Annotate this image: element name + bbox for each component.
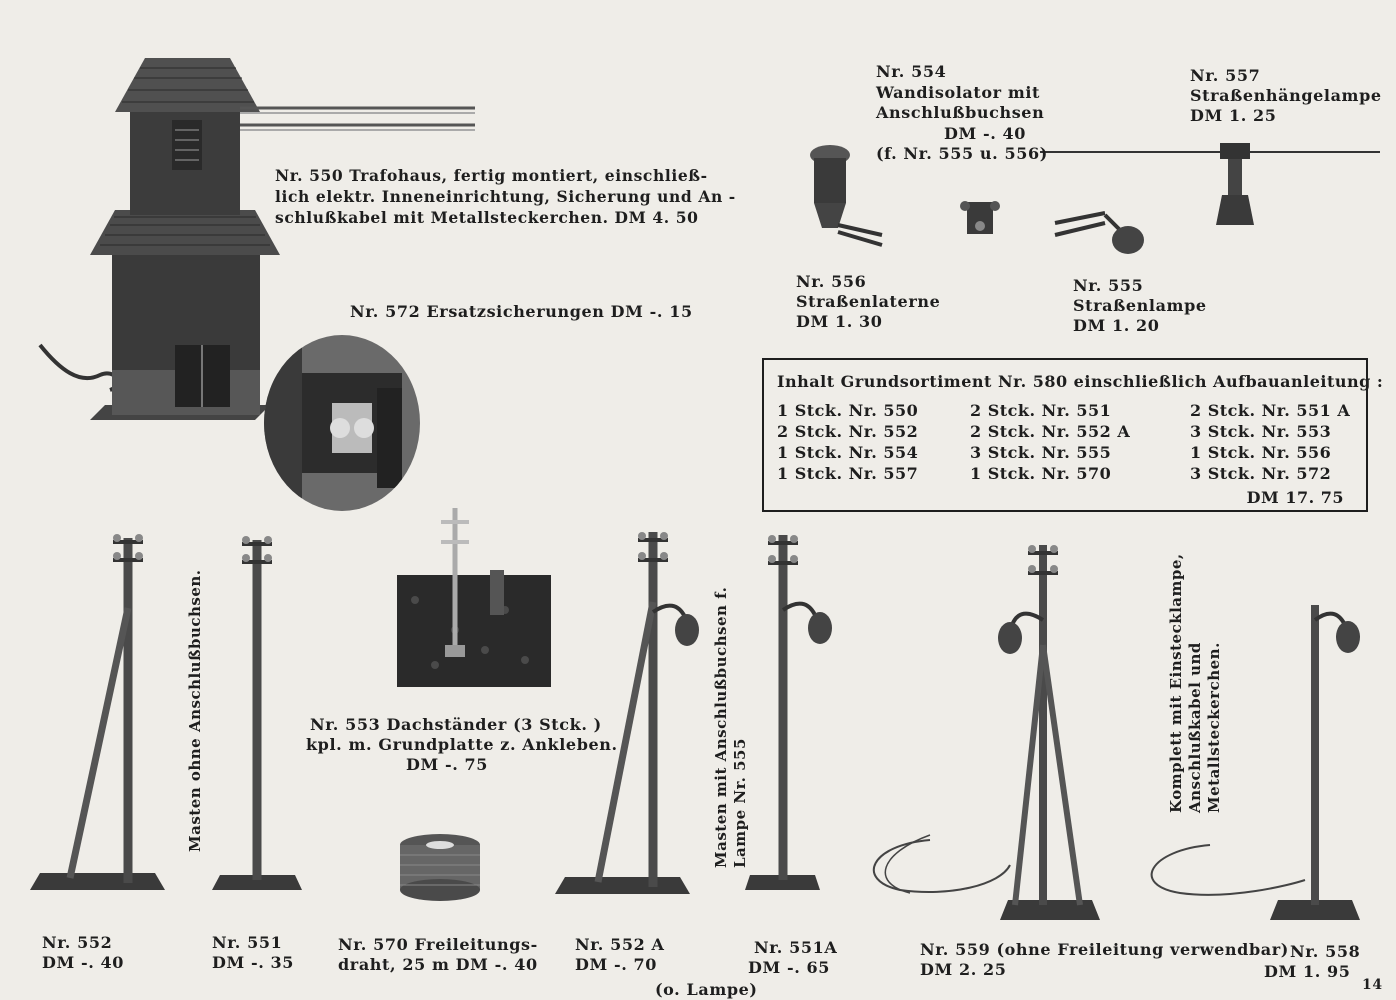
grundsortiment-column-1: 1 Stck. Nr. 550 2 Stck. Nr. 552 1 Stck. … [777,401,919,483]
trafohaus-illustration [38,58,475,420]
lampe-note: (o. Lampe) [655,980,758,999]
mast-559-illustration [872,545,1100,920]
grundsortiment-price: DM 17. 75 [1246,488,1344,507]
item-552-caption: Nr. 552 DM -. 40 [42,933,125,972]
mast-551-illustration [212,536,302,890]
mast-551a-illustration [745,535,832,890]
dachstaender-illustration [397,508,551,687]
haengelampe-illustration [1040,143,1380,225]
wire-coil-illustration [400,834,480,901]
mast-552a-illustration [555,532,699,894]
strassenlaterne-illustration [810,145,883,247]
grundsortiment-title: Inhalt Grundsortiment Nr. 580 einschließ… [777,372,1384,391]
mast-558-illustration [1150,605,1360,920]
fuse-detail-inset [264,335,420,511]
note-masten-mit: Masten mit Anschlußbuchsen f. Lampe Nr. … [712,586,749,868]
mast-552-illustration [30,534,165,890]
item-551-caption: Nr. 551 DM -. 35 [212,933,295,972]
item-552a-caption: Nr. 552 A DM -. 70 [575,935,665,974]
strassenlampe-illustration [1054,211,1144,254]
wandisolator-illustration [960,201,1000,234]
item-572-description: Nr. 572 Ersatzsicherungen DM -. 15 [350,302,693,321]
grundsortiment-column-2: 2 Stck. Nr. 551 2 Stck. Nr. 552 A 3 Stck… [970,401,1131,483]
item-558-caption: Nr. 558 DM 1. 95 [1264,942,1361,981]
item-556-description: Nr. 556 Straßenlaterne DM 1. 30 [796,272,941,331]
item-559-caption: Nr. 559 (ohne Freileitung verwendbar) DM… [920,940,1289,979]
grundsortiment-column-3: 2 Stck. Nr. 551 A 3 Stck. Nr. 553 1 Stck… [1190,401,1351,483]
item-550-description: Nr. 550 Trafohaus, fertig montiert, eins… [275,166,736,227]
note-komplett: Komplett mit Einstecklampe, Anschlußkabe… [1167,553,1223,813]
item-551a-caption: Nr. 551A DM -. 65 [748,938,838,977]
grundsortiment-box: Inhalt Grundsortiment Nr. 580 einschließ… [762,358,1383,512]
item-557-description: Nr. 557 Straßenhängelampe DM 1. 25 [1190,66,1382,125]
item-554-description: Nr. 554 Wandisolator mit Anschlußbuchsen… [876,62,1048,163]
item-570-caption: Nr. 570 Freileitungs- draht, 25 m DM -. … [338,935,538,974]
note-masten-ohne: Masten ohne Anschlußbuchsen. [186,569,204,852]
item-553-description: Nr. 553 Dachständer (3 Stck. ) kpl. m. G… [306,715,618,774]
page-number: 14 [1362,977,1383,993]
item-555-description: Nr. 555 Straßenlampe DM 1. 20 [1073,276,1207,335]
